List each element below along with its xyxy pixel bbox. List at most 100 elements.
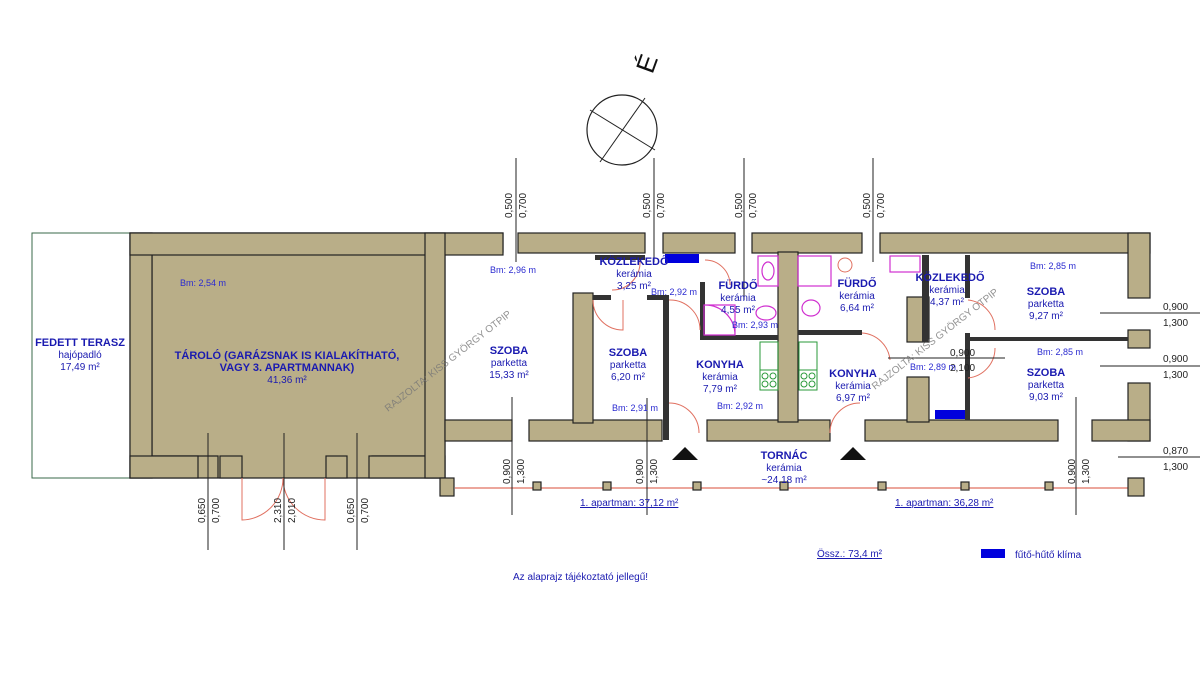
wall-shape xyxy=(864,419,1059,442)
rooms-kozl2-area-label: 4,37 m² xyxy=(930,297,965,308)
entrance-arrow-icon xyxy=(672,447,698,460)
dimensions-storage_window-0-label: 0,650 xyxy=(197,498,208,523)
room-konyha2: KONYHA kerámia 6,97 m² Bm: 2,89 m xyxy=(829,362,956,404)
dimensions-storage_window-1-label: 0,700 xyxy=(360,498,371,523)
wall-shape xyxy=(444,419,513,442)
rooms-furdo1-floor-label: kerámia xyxy=(720,293,756,304)
dimensions-right_window-1-label: 1,300 xyxy=(1163,370,1188,381)
room-konyha1: KONYHA kerámia 7,79 m² Bm: 2,92 m xyxy=(696,359,763,411)
wall-shape xyxy=(662,232,736,254)
wall-shape xyxy=(779,481,789,491)
wall-shape xyxy=(692,481,702,491)
door-shape xyxy=(967,347,996,379)
disclaimer-note: Az alaprajz tájékoztató jellegű! xyxy=(513,572,648,583)
st-shape xyxy=(761,380,769,388)
dimensions-storage_door-1-label: 2,010 xyxy=(287,498,298,523)
fx-shape xyxy=(801,299,821,317)
dimensions-storage_window-0-label: 0,650 xyxy=(346,498,357,523)
legend-climate-label: fűtő-hűtő klíma xyxy=(1015,550,1082,561)
dimensions-right_door-0-label: 0,870 xyxy=(1163,446,1188,457)
dimensions-porch_window-0-label: 0,900 xyxy=(1067,459,1078,484)
rooms-konyha2-name-label: KONYHA xyxy=(829,368,877,380)
total-area-link[interactable]: Össz.: 73,4 m² xyxy=(817,548,883,560)
dimensions-porch_window-1-label: 1,300 xyxy=(1081,459,1092,484)
wall-shape xyxy=(129,232,504,256)
dimensions-porch_window-1-label: 1,300 xyxy=(516,459,527,484)
dimensions-porch_window-0-label: 0,900 xyxy=(502,459,513,484)
dimensions-right_window-0-label: 0,900 xyxy=(1163,302,1188,313)
wall-shape xyxy=(1127,477,1145,497)
circle-shape xyxy=(586,94,658,166)
thin-shape xyxy=(663,295,669,440)
rooms-konyha1-bm-label: Bm: 2,92 m xyxy=(717,401,763,411)
door-shape xyxy=(592,299,624,331)
room-szoba3: Bm: 2,85 m SZOBA parketta 9,27 m² xyxy=(1027,261,1076,322)
rooms-kozl2-floor-label: kerámia xyxy=(929,285,965,296)
door-shape xyxy=(967,299,996,331)
dimensions-top_window-1-label: 0,700 xyxy=(518,193,529,218)
rooms-tornac-floor-label: kerámia xyxy=(766,463,802,474)
st-shape xyxy=(769,372,777,380)
rooms-konyha2-floor-label: kerámia xyxy=(835,381,871,392)
wall-shape xyxy=(906,376,930,423)
rooms-kozl1-bm-label: Bm: 2,92 m xyxy=(651,287,697,297)
dimensions-inner_door-0-label: 0,900 xyxy=(950,348,975,359)
rooms-szoba4-floor-label: parketta xyxy=(1028,380,1065,391)
dimensions-porch_window-0-label: 0,900 xyxy=(635,459,646,484)
thin-shape xyxy=(965,333,970,420)
rooms-tornac-area-label: ~24,18 m² xyxy=(761,475,807,486)
dimensions-right_window-1-label: 1,300 xyxy=(1163,318,1188,329)
wall-shape xyxy=(706,419,831,442)
door-shape xyxy=(241,477,284,521)
wall-shape xyxy=(1127,232,1151,299)
dimensions-top_window-0-label: 0,500 xyxy=(862,193,873,218)
rooms-kozl1-name-label: KÖZLEKEDŐ xyxy=(599,255,669,268)
dimensions-right_window-0-label: 0,900 xyxy=(1163,354,1188,365)
dimensions-top_window-0-label: 0,500 xyxy=(642,193,653,218)
rooms-tarolo-name1-label: TÁROLÓ (GARÁZSNAK IS KIALAKÍTHATÓ, xyxy=(175,349,400,362)
st-shape xyxy=(808,380,816,388)
wall-shape xyxy=(219,455,243,479)
dimension-lines xyxy=(207,158,1200,550)
wall-shape xyxy=(528,419,663,442)
climate-unit-icon xyxy=(665,254,699,263)
rooms-szoba1-name-label: SZOBA xyxy=(490,345,529,357)
room-szoba1: Bm: 2,96 m SZOBA parketta 15,33 m² xyxy=(489,265,536,381)
thin-shape xyxy=(922,255,929,342)
rooms-szoba3-floor-label: parketta xyxy=(1028,299,1065,310)
rooms-furdo1-name-label: FÜRDŐ xyxy=(718,279,758,292)
fx-shape xyxy=(703,304,736,336)
rooms-tarolo-name2-label: VAGY 3. APARTMANNAK) xyxy=(220,362,355,374)
wall-shape xyxy=(517,232,646,254)
door-shape xyxy=(668,299,701,331)
st-shape xyxy=(808,372,816,380)
fx-shape xyxy=(889,255,921,273)
thin-shape xyxy=(700,335,778,340)
apartment2-area-link[interactable]: 1. apartman: 36,28 m² xyxy=(895,498,994,509)
rooms-konyha1-floor-label: kerámia xyxy=(702,372,738,383)
rooms-konyha1-name-label: KONYHA xyxy=(696,359,744,371)
walls xyxy=(129,232,1151,497)
rooms-szoba4-area-label: 9,03 m² xyxy=(1029,392,1064,403)
dimension-labels: 0,500 0,700 0,500 0,700 0,500 0,700 0,50… xyxy=(197,193,1188,523)
line-shape xyxy=(589,109,656,151)
door-shape xyxy=(829,402,861,434)
circle-shape xyxy=(837,257,853,273)
wall-shape xyxy=(424,232,446,479)
north-label: É xyxy=(630,50,664,77)
rooms-szoba1-area-label: 15,33 m² xyxy=(489,370,529,381)
rooms-szoba1-bm-label: Bm: 2,96 m xyxy=(490,265,536,275)
rooms-furdo2-floor-label: kerámia xyxy=(839,291,875,302)
wall-shape xyxy=(572,292,594,424)
fx-shape xyxy=(797,255,832,287)
rooms-furdo2-area-label: 6,64 m² xyxy=(840,303,875,314)
wall-shape xyxy=(777,251,799,423)
rooms-konyha2-bm-label: Bm: 2,89 m xyxy=(910,362,956,372)
dimensions-top_window-1-label: 0,700 xyxy=(656,193,667,218)
fx-shape xyxy=(755,305,777,321)
st-shape xyxy=(761,372,769,380)
wall-shape xyxy=(751,232,863,254)
fx-shape xyxy=(761,261,775,281)
apartment1-area-link[interactable]: 1. apartman: 37,12 m² xyxy=(580,498,679,509)
rooms-furdo1-bm-label: Bm: 2,93 m xyxy=(732,320,778,330)
